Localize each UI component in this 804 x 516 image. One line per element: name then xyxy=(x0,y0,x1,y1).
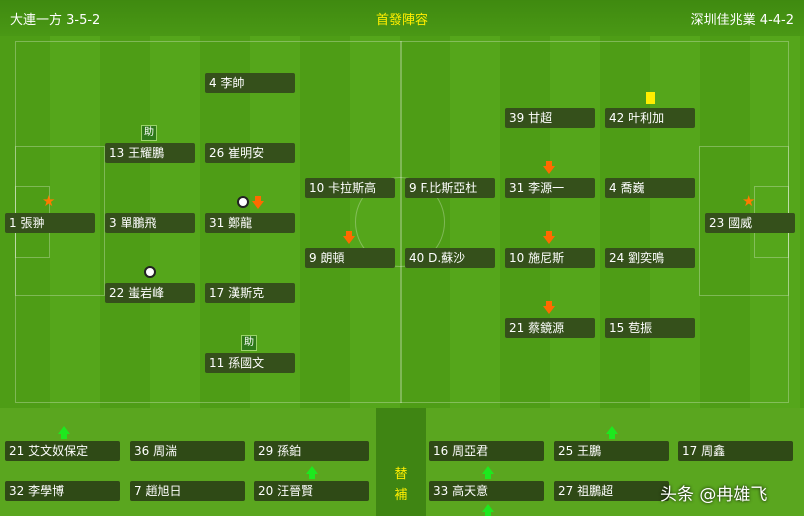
page-title: 首發陣容 xyxy=(375,13,428,28)
player-home-22[interactable]: 22 蚩岩峰 xyxy=(105,283,195,303)
player-away-4[interactable]: 4 喬巍 xyxy=(605,178,695,198)
player-away-15[interactable]: 15 苞振 xyxy=(605,318,695,338)
sub-on-arrow-icon xyxy=(482,466,494,479)
player-away-40[interactable]: 40 D.蘇沙 xyxy=(405,248,495,268)
player-home-31[interactable]: 31 鄭龍 xyxy=(205,213,295,233)
player-away-9[interactable]: 9 F.比斯亞杜 xyxy=(405,178,495,198)
sub-home[interactable]: 20 汪晉賢 xyxy=(254,481,369,501)
player-away-23[interactable]: 23 國威 xyxy=(705,213,795,233)
sub-home[interactable]: 21 艾文奴保定 xyxy=(5,441,120,461)
player-home-1[interactable]: 1 張翀 xyxy=(5,213,95,233)
assist-icon: 助 xyxy=(241,335,257,351)
sub-off-arrow-icon xyxy=(343,231,355,244)
sub-away[interactable]: 25 王鵬 xyxy=(554,441,669,461)
sub-off-arrow-icon xyxy=(543,161,555,174)
player-home-26[interactable]: 26 崔明安 xyxy=(205,143,295,163)
player-home-3[interactable]: 3 單鵬飛 xyxy=(105,213,195,233)
sub-home[interactable]: 32 李學博 xyxy=(5,481,120,501)
sub-off-arrow-icon xyxy=(543,231,555,244)
player-home-10[interactable]: 10 卡拉斯高 xyxy=(305,178,395,198)
header: 大連一方 3-5-2 首發陣容 深圳佳兆業 4-4-2 xyxy=(0,0,804,36)
sub-on-arrow-icon xyxy=(606,426,618,439)
goal-ball-icon xyxy=(237,196,249,208)
player-home-4[interactable]: 4 李帥 xyxy=(205,73,295,93)
sub-away[interactable]: 16 周亞君 xyxy=(429,441,544,461)
player-home-17[interactable]: 17 漢斯克 xyxy=(205,283,295,303)
substitutes-divider xyxy=(376,408,426,516)
player-away-10[interactable]: 10 施尼斯 xyxy=(505,248,595,268)
sub-home[interactable]: 7 趙旭日 xyxy=(130,481,245,501)
sub-home[interactable]: 36 周湍 xyxy=(130,441,245,461)
captain-star-icon: ★ xyxy=(42,192,56,210)
player-home-9[interactable]: 9 朗頓 xyxy=(305,248,395,268)
player-away-31[interactable]: 31 李源一 xyxy=(505,178,595,198)
player-home-11[interactable]: 11 孫國文 xyxy=(205,353,295,373)
player-away-42[interactable]: 42 叶利加 xyxy=(605,108,695,128)
sub-on-arrow-icon xyxy=(482,504,494,516)
captain-star-icon: ★ xyxy=(742,192,756,210)
sub-away[interactable]: 33 高天意 xyxy=(429,481,544,501)
sub-away[interactable]: 27 祖鵬超 xyxy=(554,481,669,501)
home-team-formation: 大連一方 3-5-2 xyxy=(10,13,101,28)
watermark: 头条 @冉雄飞 xyxy=(660,485,768,505)
center-circle xyxy=(355,177,445,267)
player-away-24[interactable]: 24 劉奕鳴 xyxy=(605,248,695,268)
sub-on-arrow-icon xyxy=(306,466,318,479)
sub-off-arrow-icon xyxy=(252,196,264,209)
sub-off-arrow-icon xyxy=(543,301,555,314)
player-away-21[interactable]: 21 蔡鏡源 xyxy=(505,318,595,338)
assist-icon: 助 xyxy=(141,125,157,141)
sub-on-arrow-icon xyxy=(58,426,70,439)
away-team-formation: 深圳佳兆業 4-4-2 xyxy=(690,13,794,28)
substitutes-label: 補 xyxy=(394,488,408,503)
goal-ball-icon xyxy=(144,266,156,278)
sub-home[interactable]: 29 孫鉑 xyxy=(254,441,369,461)
sub-away[interactable]: 17 周鑫 xyxy=(678,441,793,461)
substitutes-label: 替 xyxy=(394,467,408,482)
yellow-card-icon xyxy=(646,92,655,104)
player-away-39[interactable]: 39 甘超 xyxy=(505,108,595,128)
player-home-13[interactable]: 13 王耀鵬 xyxy=(105,143,195,163)
